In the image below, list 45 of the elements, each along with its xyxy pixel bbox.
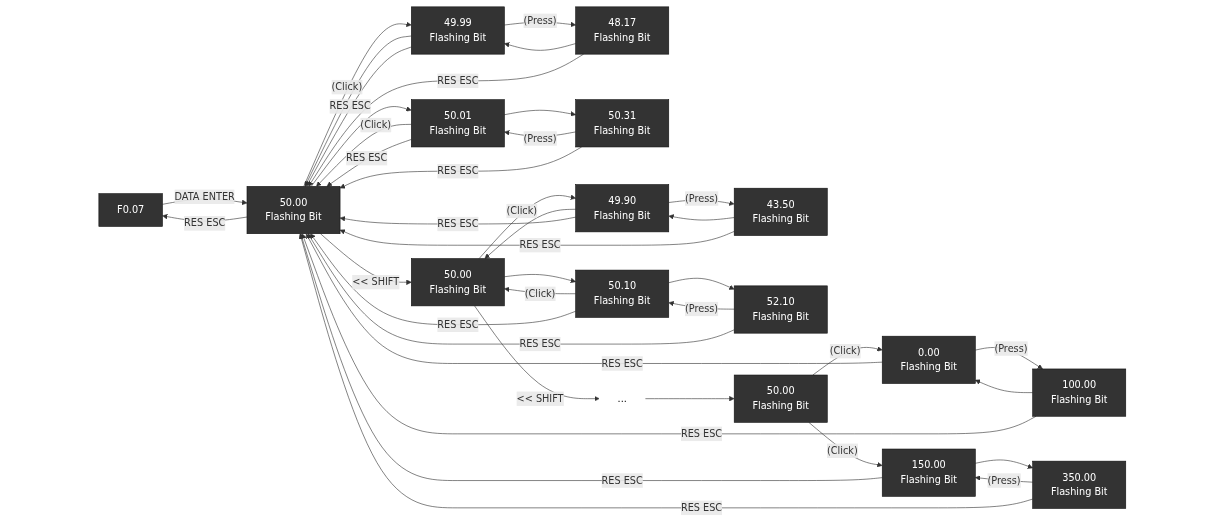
node-box: 350.00 Flashing Bit bbox=[1032, 460, 1126, 509]
edge-label: RES ESC bbox=[436, 217, 479, 230]
edge-label: RES ESC bbox=[601, 474, 643, 487]
node-box: 43.50 Flashing Bit bbox=[733, 187, 828, 236]
edge-label: (Click) bbox=[829, 345, 861, 357]
edge-label: << SHIFT bbox=[516, 392, 564, 405]
edge-label: RES ESC bbox=[436, 74, 479, 87]
node-box: 50.10 Flashing Bit bbox=[575, 269, 669, 318]
node-box: 100.00 Flashing Bit bbox=[1032, 368, 1126, 417]
node-text: ... bbox=[617, 392, 627, 405]
edge-label: (Click) bbox=[331, 81, 362, 93]
edge-label: (Press) bbox=[987, 474, 1021, 487]
node-box: 150.00 Flashing Bit bbox=[881, 448, 976, 497]
edge-label: (Click) bbox=[360, 119, 391, 131]
edge-label: RES ESC bbox=[183, 217, 225, 229]
edge-label: RES ESC bbox=[601, 357, 643, 369]
edge-label: RES ESC bbox=[519, 239, 561, 251]
edge-label: (Press) bbox=[684, 192, 718, 204]
node-box: F0.07 bbox=[98, 193, 163, 227]
edge-label: (Click) bbox=[506, 204, 537, 217]
edge-label: << SHIFT bbox=[351, 276, 399, 288]
edge-label: RES ESC bbox=[680, 501, 722, 514]
edge-label: DATA ENTER bbox=[174, 190, 235, 203]
node-box: 50.00 Flashing Bit bbox=[733, 374, 828, 423]
edge-label: RES ESC bbox=[680, 427, 722, 440]
edge-label: RES ESC bbox=[436, 318, 479, 331]
edge-label: (Click) bbox=[826, 444, 858, 457]
edge-label: RES ESC bbox=[345, 152, 387, 164]
edge-label: (Press) bbox=[523, 14, 557, 27]
edge-label: (Press) bbox=[994, 342, 1028, 355]
node-box: 50.00 Flashing Bit bbox=[246, 186, 341, 234]
edge-label: RES ESC bbox=[436, 165, 479, 177]
edge-label: (Press) bbox=[523, 132, 557, 144]
node-box: 49.90 Flashing Bit bbox=[575, 184, 669, 233]
node-box: 50.01 Flashing Bit bbox=[410, 99, 505, 148]
edge-label: RES ESC bbox=[329, 100, 371, 112]
node-box: 48.17 Flashing Bit bbox=[575, 6, 669, 55]
node-box: 52.10 Flashing Bit bbox=[733, 285, 828, 334]
edge-label: (Click) bbox=[524, 287, 556, 300]
node-box: 50.31 Flashing Bit bbox=[575, 99, 669, 148]
node-box: 50.00 Flashing Bit bbox=[410, 258, 505, 307]
edge-label: (Press) bbox=[684, 302, 718, 315]
edge-label: RES ESC bbox=[519, 338, 561, 350]
node-box: 49.99 Flashing Bit bbox=[410, 6, 505, 55]
node-box: 0.00 Flashing Bit bbox=[881, 335, 976, 384]
